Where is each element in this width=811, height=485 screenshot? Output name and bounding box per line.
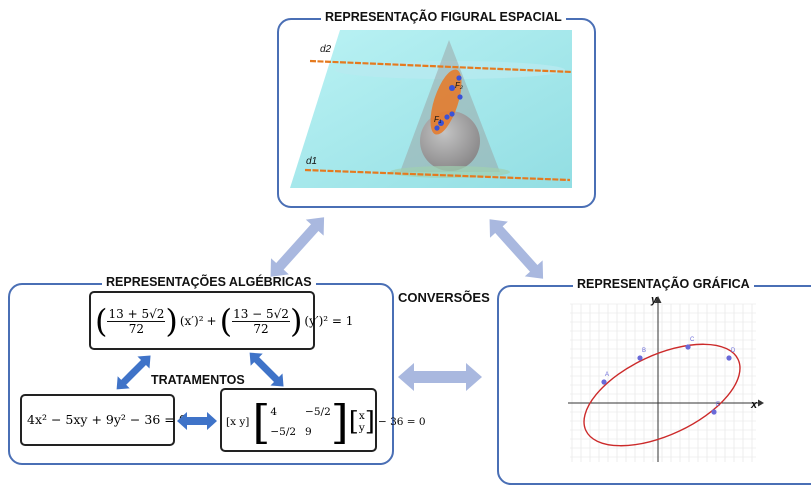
- section-point: [444, 114, 450, 120]
- matrix-equation-box: [x y] [ 4 −5/2 −5/2 9 ] [ x y ] − 36 = 0: [220, 388, 426, 452]
- cartesian-equation-box: 4x² − 5xy + 9y² − 36 = 0: [20, 394, 187, 446]
- point-label-c: C: [690, 337, 695, 343]
- section-point: [456, 75, 462, 81]
- point-label-d: D: [731, 348, 736, 354]
- plus-sign: +: [206, 314, 217, 328]
- matrix-rest: − 36 = 0: [377, 416, 426, 428]
- conversions-label: CONVERSÕES: [398, 290, 490, 305]
- row-vector: [x y]: [226, 416, 250, 428]
- col-vector-y: y: [358, 422, 365, 434]
- fraction-2-denominator: 72: [253, 321, 269, 336]
- section-point: [434, 125, 440, 131]
- spatial-panel-title: REPRESENTAÇÃO FIGURAL ESPACIAL: [321, 10, 566, 24]
- section-point: [449, 111, 455, 117]
- focus-point-f2: [449, 85, 455, 91]
- focus-point-f1: [438, 120, 444, 126]
- col-vector-x: x: [358, 410, 365, 422]
- directrix-d2: [309, 59, 573, 74]
- label-f1: F₁: [434, 115, 442, 124]
- matrix-a11: 4: [270, 406, 278, 418]
- point-label-b: B: [642, 348, 647, 354]
- treatments-label: TRATAMENTOS: [151, 373, 245, 387]
- matrix-a22: 9: [305, 426, 312, 438]
- matrix-a12: −5/2: [305, 406, 331, 418]
- axis-label-y: y: [651, 294, 658, 306]
- fraction-1-numerator: 13 + 5√2: [107, 306, 166, 322]
- matrix-a21: −5/2: [270, 426, 297, 438]
- point-label-a: A: [605, 372, 610, 378]
- directrix-d1: [304, 168, 571, 182]
- algebraic-panel-title: REPRESENTAÇÕES ALGÉBRICAS: [102, 275, 316, 289]
- cartesian-equation: 4x² − 5xy + 9y² − 36 = 0: [27, 412, 187, 427]
- section-point: [457, 94, 463, 100]
- label-f2: F₂: [455, 81, 463, 90]
- term-2: (y′)² = 1: [304, 314, 354, 328]
- point-label-e: E: [716, 402, 721, 408]
- fraction-1-denominator: 72: [128, 321, 145, 336]
- graphic-panel-title: REPRESENTAÇÃO GRÁFICA: [573, 277, 754, 291]
- label-d1: d1: [306, 156, 318, 167]
- axis-label-x: x: [751, 399, 758, 411]
- label-d2: d2: [320, 44, 332, 55]
- term-1: (x′)²: [179, 314, 204, 328]
- reduced-equation-box: ( 13 + 5√2 72 ) (x′)² + ( 13 − 5√2 72 ) …: [89, 291, 353, 350]
- graphic-panel: REPRESENTAÇÃO GRÁFICA: [497, 277, 811, 485]
- fraction-2-numerator: 13 − 5√2: [232, 306, 290, 322]
- spatial-figure: [290, 30, 573, 188]
